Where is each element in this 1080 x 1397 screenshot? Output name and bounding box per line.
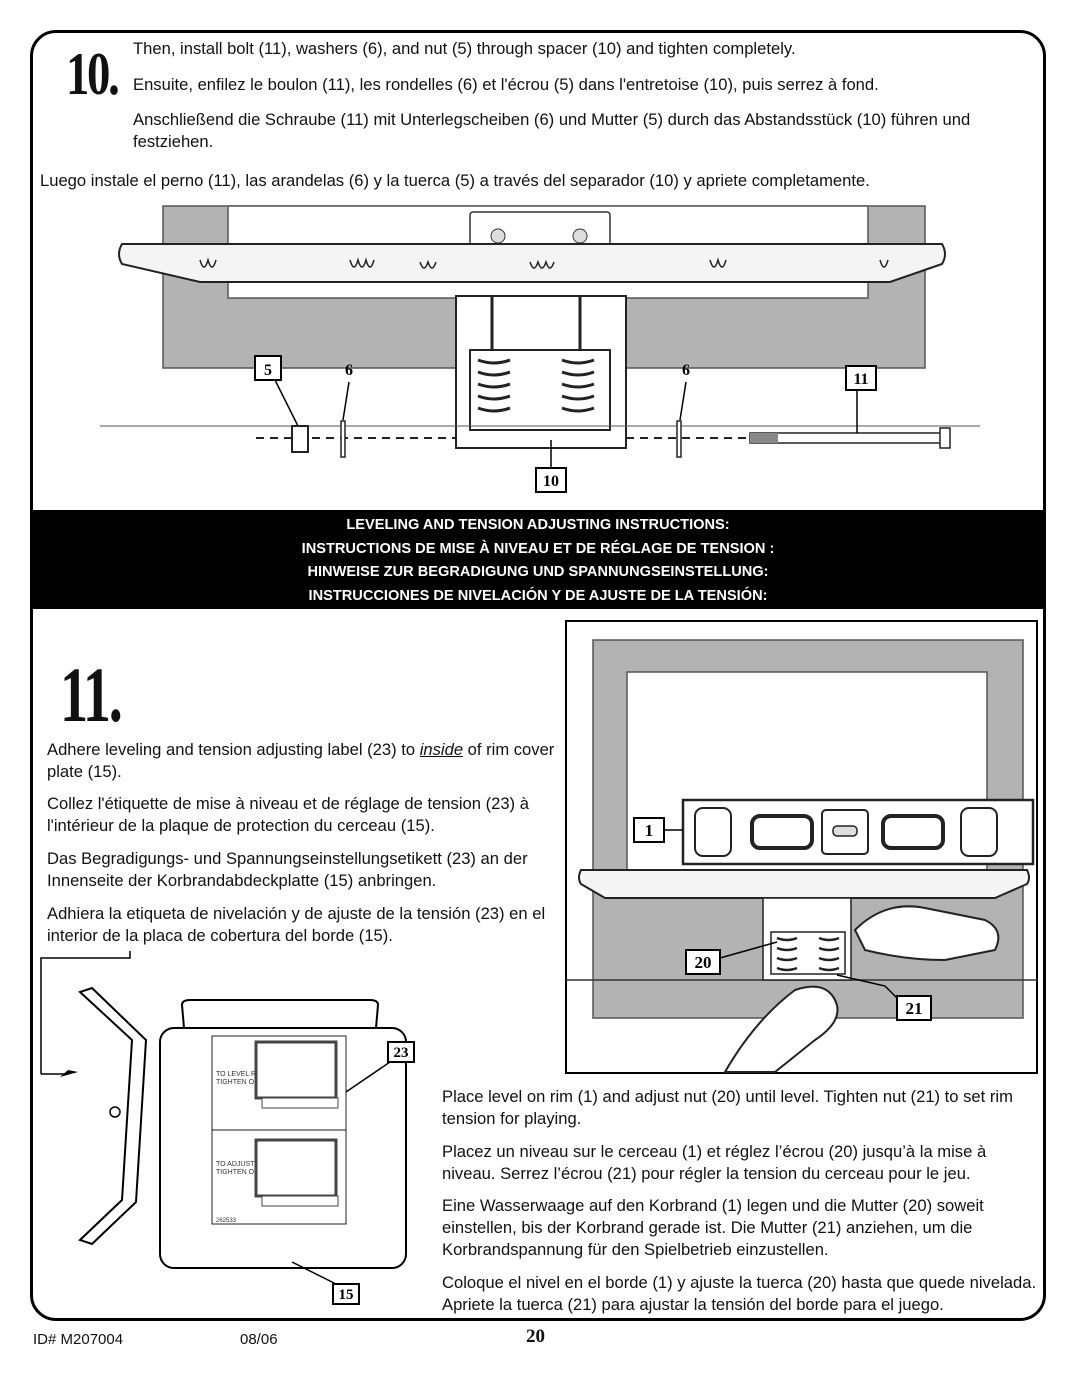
banner-de: HINWEISE ZUR BEGRADIGUNG UND SPANNUNGSEI… xyxy=(307,564,769,580)
cover-plate-top xyxy=(180,999,380,1029)
guide-line xyxy=(40,951,131,1026)
hand-holding-nut xyxy=(723,985,839,1073)
step-10-diagram: 5 6 6 11 10 xyxy=(100,205,980,493)
step-10-text-en: Then, install bolt (11), washers (6), an… xyxy=(133,39,796,58)
step-11-label-text-fr: Collez l'étiquette de mise à niveau et d… xyxy=(47,794,529,835)
label-text-level: TO LEVEL RIM, xyxy=(216,1071,266,1078)
level-vial-right xyxy=(960,807,998,857)
step-11-label-text-en: Adhere leveling and tension adjusting la… xyxy=(47,740,555,781)
callout-10: 10 xyxy=(543,473,559,490)
springs xyxy=(776,936,840,972)
step-11-label-text-es: Adhiera la etiqueta de nivelación y de a… xyxy=(47,904,546,945)
nut-5 xyxy=(291,425,309,453)
step-11-label-text-de: Das Begradigungs- und Spannungseinstellu… xyxy=(47,849,528,890)
callout-20: 20 xyxy=(695,953,712,972)
callout-23: 23 xyxy=(394,1045,409,1061)
banner-fr: INSTRUCTIONS DE MISE À NIVEAU ET DE RÉGL… xyxy=(301,540,775,557)
step-11-level-text-es: Coloque el nivel en el borde (1) y ajust… xyxy=(442,1273,1037,1314)
step-11-number: 11. xyxy=(60,651,123,738)
banner-en: LEVELING AND TENSION ADJUSTING INSTRUCTI… xyxy=(346,517,730,533)
callout-21: 21 xyxy=(906,999,923,1018)
plate-hole xyxy=(109,1106,121,1118)
step-10-number: 10. xyxy=(66,41,120,107)
bracket-bolt-right xyxy=(572,228,588,244)
step-11-level-text-fr: Placez un niveau sur le cerceau (1) et r… xyxy=(442,1142,987,1183)
level-window-left xyxy=(750,814,814,850)
callout-11: 11 xyxy=(853,371,868,388)
page-number: 20 xyxy=(526,1326,545,1347)
footer-date: 08/06 xyxy=(240,1331,278,1348)
mount-bracket xyxy=(469,211,611,248)
bolt-head xyxy=(939,427,951,449)
step-10-text-de: Anschließend die Schraube (11) mit Unter… xyxy=(133,110,971,151)
footer-document-id: ID# M207004 xyxy=(33,1331,124,1348)
cover-plate-side-view xyxy=(78,986,148,1246)
rim xyxy=(578,869,1030,899)
step-11-level-diagram: 1 20 21 xyxy=(565,620,1038,1074)
label-thumb-bottom xyxy=(254,1138,338,1198)
washer-6-right xyxy=(676,420,682,458)
callout-15: 15 xyxy=(339,1287,354,1303)
washer-6-left xyxy=(340,420,346,458)
step-11-label-diagram: TO LEVEL RIM, TIGHTEN OR LOOSEN THESE NU… xyxy=(40,951,415,1305)
step-11-level-text-de: Eine Wasserwaage auf den Korbrand (1) le… xyxy=(442,1196,984,1259)
leveling-instructions-banner: LEVELING AND TENSION ADJUSTING INSTRUCTI… xyxy=(33,510,1043,609)
callout-1: 1 xyxy=(645,821,654,840)
bolt-11 xyxy=(749,432,946,444)
bolt-threads xyxy=(750,433,778,443)
bracket-bolt-left xyxy=(490,228,506,244)
step-10-text-fr: Ensuite, enfilez le boulon (11), les ron… xyxy=(133,75,879,94)
callout-5: 5 xyxy=(264,362,272,379)
banner-es: INSTRUCCIONES DE NIVELACIÓN Y DE AJUSTE … xyxy=(308,587,768,604)
net-hooks xyxy=(199,257,889,269)
hand-wrench xyxy=(853,905,1000,962)
step-10-text-es: Luego instale el perno (11), las arandel… xyxy=(40,171,870,190)
level-vial-left xyxy=(694,807,732,857)
callout-6-right: 6 xyxy=(682,362,690,379)
callout-6-left: 6 xyxy=(345,362,353,379)
level-window-right xyxy=(881,814,945,850)
rim xyxy=(118,243,946,283)
label-thumb-top xyxy=(254,1040,338,1100)
step-11-level-text-en: Place level on rim (1) and adjust nut (2… xyxy=(442,1087,1013,1128)
label-part-number: 262533 xyxy=(216,1218,237,1224)
springs xyxy=(477,358,595,413)
